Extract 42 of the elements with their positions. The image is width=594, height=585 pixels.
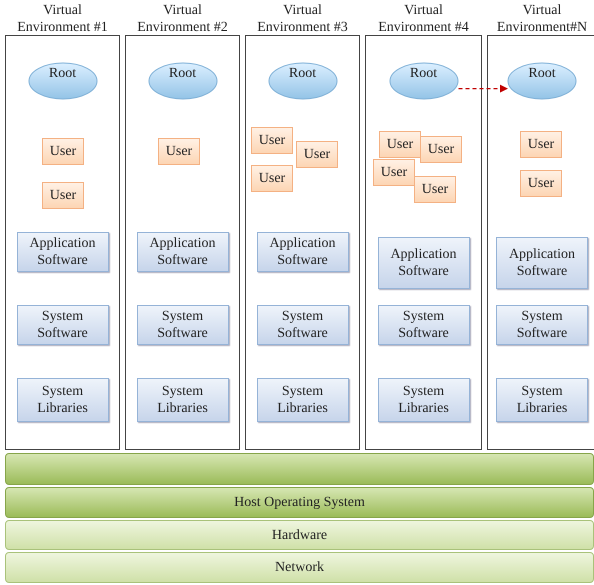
software-box: Application Software <box>496 237 588 289</box>
user-box: User <box>414 176 456 203</box>
layer-band: Host Operating System <box>5 487 594 518</box>
layer-band <box>5 453 594 485</box>
root-ellipse: Root <box>268 62 338 100</box>
software-box: System Software <box>256 305 348 345</box>
user-box: User <box>42 182 84 209</box>
software-box: System Software <box>378 305 470 345</box>
software-box: System Software <box>136 305 228 345</box>
user-box: User <box>520 170 562 197</box>
root-ellipse: Root <box>148 62 218 100</box>
user-box: User <box>420 136 462 163</box>
software-box: System Libraries <box>256 378 348 422</box>
root-ellipse: Root <box>388 62 458 100</box>
software-box: Application Software <box>16 232 108 272</box>
user-box: User <box>251 165 293 192</box>
software-box: Application Software <box>136 232 228 272</box>
software-box: System Libraries <box>136 378 228 422</box>
user-box: User <box>251 127 293 154</box>
column-heading: Virtual Environment #3 <box>256 2 349 36</box>
software-box: Application Software <box>256 232 348 272</box>
user-box: User <box>42 138 84 165</box>
software-box: System Software <box>16 305 108 345</box>
user-box: User <box>296 141 338 168</box>
arrow <box>458 84 508 93</box>
root-ellipse: Root <box>507 62 577 100</box>
layer-band: Network <box>5 552 594 583</box>
column-heading: Virtual Environment#N <box>496 2 588 36</box>
software-box: System Libraries <box>496 378 588 422</box>
software-box: System Libraries <box>378 378 470 422</box>
column-heading: Virtual Environment #4 <box>377 2 470 36</box>
column-heading: Virtual Environment #1 <box>16 2 109 36</box>
software-box: System Software <box>496 305 588 345</box>
user-box: User <box>520 131 562 158</box>
software-box: Application Software <box>378 237 470 289</box>
user-box: User <box>373 159 415 186</box>
column-heading: Virtual Environment #2 <box>136 2 229 36</box>
user-box: User <box>158 138 200 165</box>
software-box: System Libraries <box>16 378 108 422</box>
root-ellipse: Root <box>28 62 98 100</box>
layer-band: Hardware <box>5 520 594 550</box>
user-box: User <box>379 131 421 158</box>
